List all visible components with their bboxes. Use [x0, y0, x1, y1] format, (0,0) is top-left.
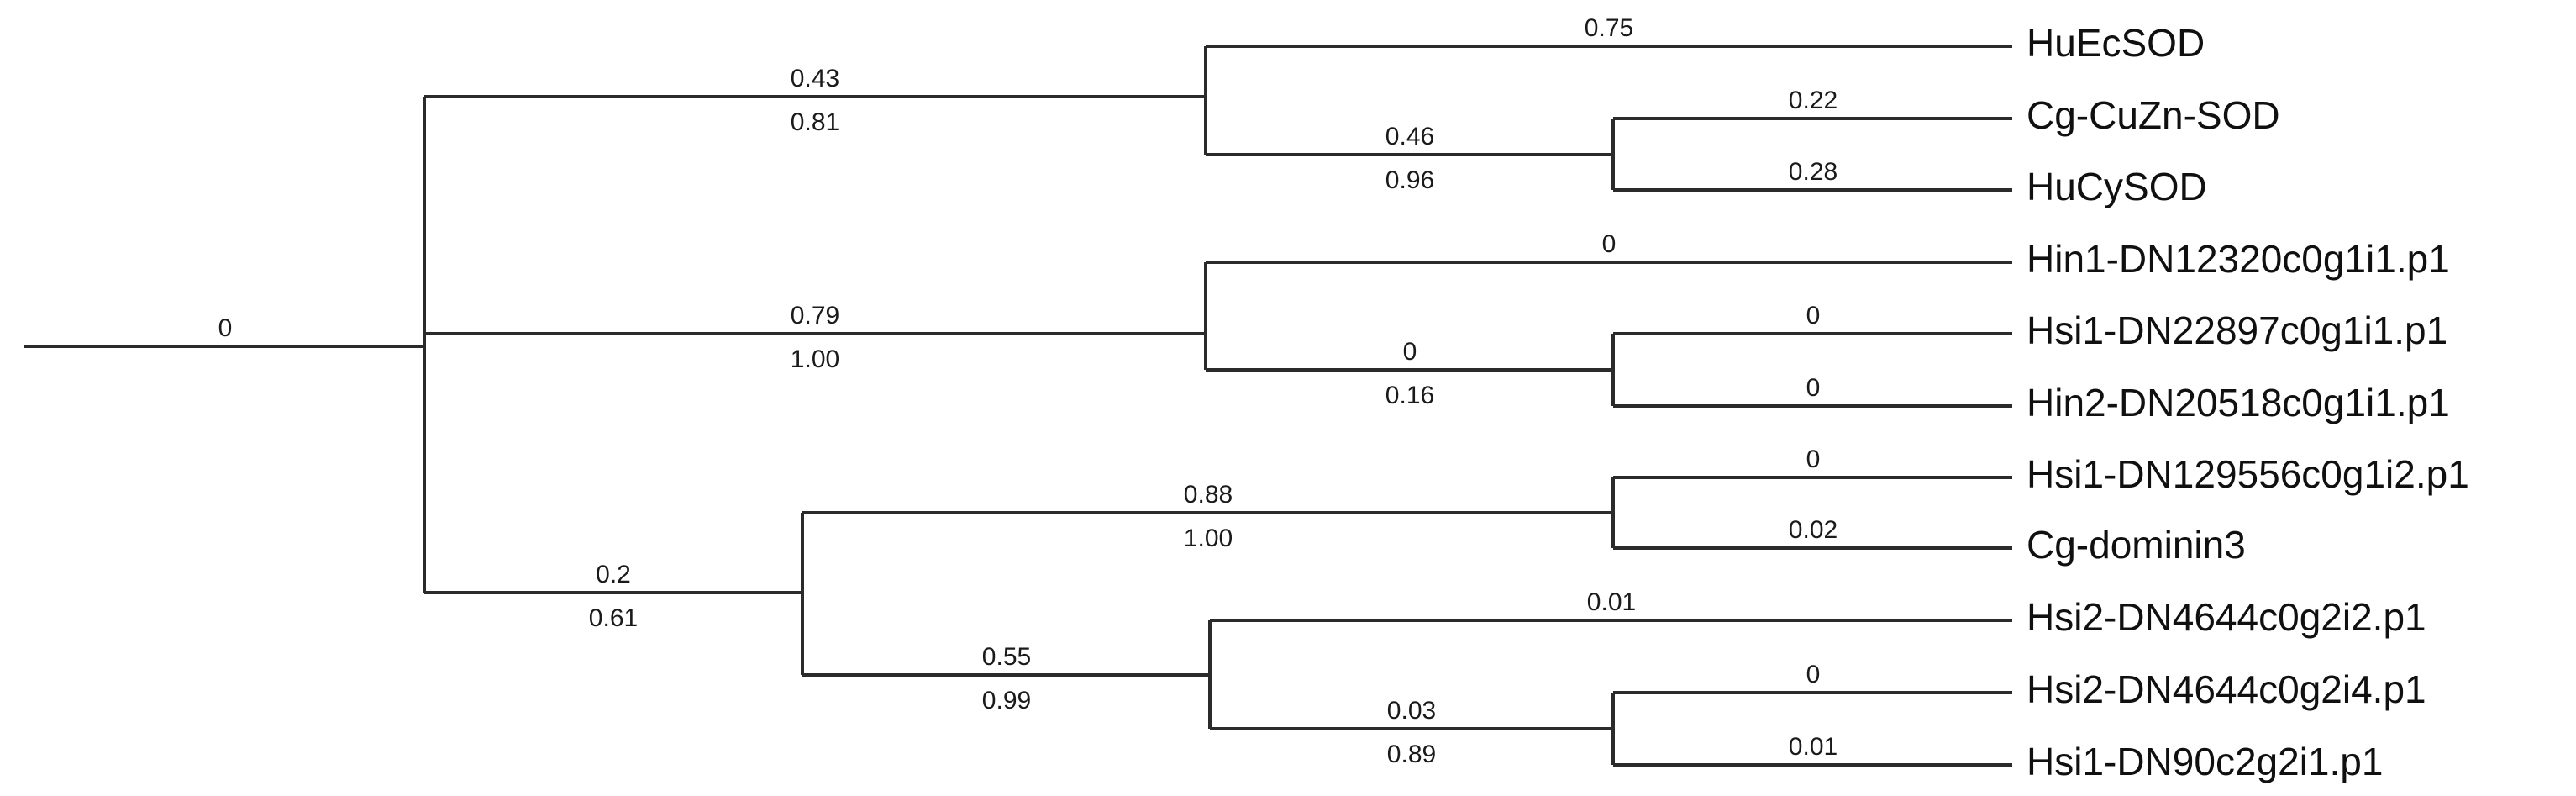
- cherry-hin-support-label: 0.16: [1385, 382, 1434, 409]
- tip-length-hucysod: 0.28: [1789, 158, 1837, 186]
- tip-length-hsi1-22897: 0: [1806, 302, 1821, 329]
- tip-label-hsi2-i2: Hsi2-DN4644c0g2i2.p1: [2027, 595, 2426, 639]
- tip-length-huecsod: 0.75: [1585, 14, 1633, 42]
- tip-label-hucysod: HuCySOD: [2027, 165, 2207, 208]
- tip-length-cgdominin3: 0.02: [1789, 516, 1837, 544]
- subclade-dominin-upper-length-label: 0.88: [1184, 481, 1233, 509]
- clade-dominin-group: 0.2 0.61 0.88 1.00 0 Hsi1-DN129556c0g1i2…: [424, 445, 2469, 783]
- cherry-hin-length-label: 0: [1403, 338, 1417, 366]
- tip-label-hsi2-i4: Hsi2-DN4644c0g2i4.p1: [2027, 667, 2426, 711]
- tip-length-hin2: 0: [1806, 374, 1821, 402]
- tip-label-huecsod: HuEcSOD: [2027, 21, 2205, 65]
- subclade-dominin-lower-length-label: 0.55: [982, 643, 1031, 671]
- tip-label-hin1: Hin1-DN12320c0g1i1.p1: [2027, 237, 2450, 281]
- tip-label-cgdominin3: Cg-dominin3: [2027, 523, 2246, 567]
- cherry-cuzn-support-label: 0.96: [1385, 166, 1434, 194]
- root-branch-group: 0: [24, 97, 426, 593]
- tip-label-hsi1-129556: Hsi1-DN129556c0g1i2.p1: [2027, 452, 2469, 496]
- cherry-hsi2-length-label: 0.03: [1387, 697, 1436, 725]
- clade-sod-support-label: 0.81: [791, 108, 839, 136]
- tip-length-hin1: 0: [1602, 230, 1617, 258]
- clade-hin-group: 0.79 1.00 0 Hin1-DN12320c0g1i1.p1 0 0.16…: [424, 230, 2450, 424]
- tip-label-hsi1-22897: Hsi1-DN22897c0g1i1.p1: [2027, 308, 2447, 352]
- tip-length-cgcuznsod: 0.22: [1789, 87, 1837, 114]
- clade-hin-length-label: 0.79: [791, 302, 839, 329]
- clade-dominin-support-label: 0.61: [589, 604, 638, 632]
- tip-label-cgcuznsod: Cg-CuZn-SOD: [2027, 93, 2280, 137]
- clade-dominin-length-label: 0.2: [596, 561, 631, 588]
- subclade-dominin-upper-support-label: 1.00: [1184, 525, 1233, 552]
- tip-length-hsi2-i4: 0: [1806, 661, 1821, 688]
- subclade-dominin-lower-support-label: 0.99: [982, 687, 1031, 714]
- clade-sod-length-label: 0.43: [791, 65, 839, 92]
- root-stem-length-label: 0: [218, 314, 233, 342]
- cherry-cuzn-length-label: 0.46: [1385, 123, 1434, 150]
- clade-sod-group: 0.43 0.81 0.75 HuEcSOD 0.46 0.96 0.22 Cg…: [424, 14, 2280, 208]
- tip-label-hsi1-dn90: Hsi1-DN90c2g2i1.p1: [2027, 740, 2383, 783]
- tip-length-hsi1-129556: 0: [1806, 445, 1821, 473]
- tip-length-hsi2-i2: 0.01: [1587, 588, 1636, 616]
- tip-label-hin2: Hin2-DN20518c0g1i1.p1: [2027, 381, 2450, 424]
- tip-length-hsi1-dn90: 0.01: [1789, 733, 1837, 761]
- cherry-hsi2-support-label: 0.89: [1387, 741, 1436, 768]
- clade-hin-support-label: 1.00: [791, 345, 839, 373]
